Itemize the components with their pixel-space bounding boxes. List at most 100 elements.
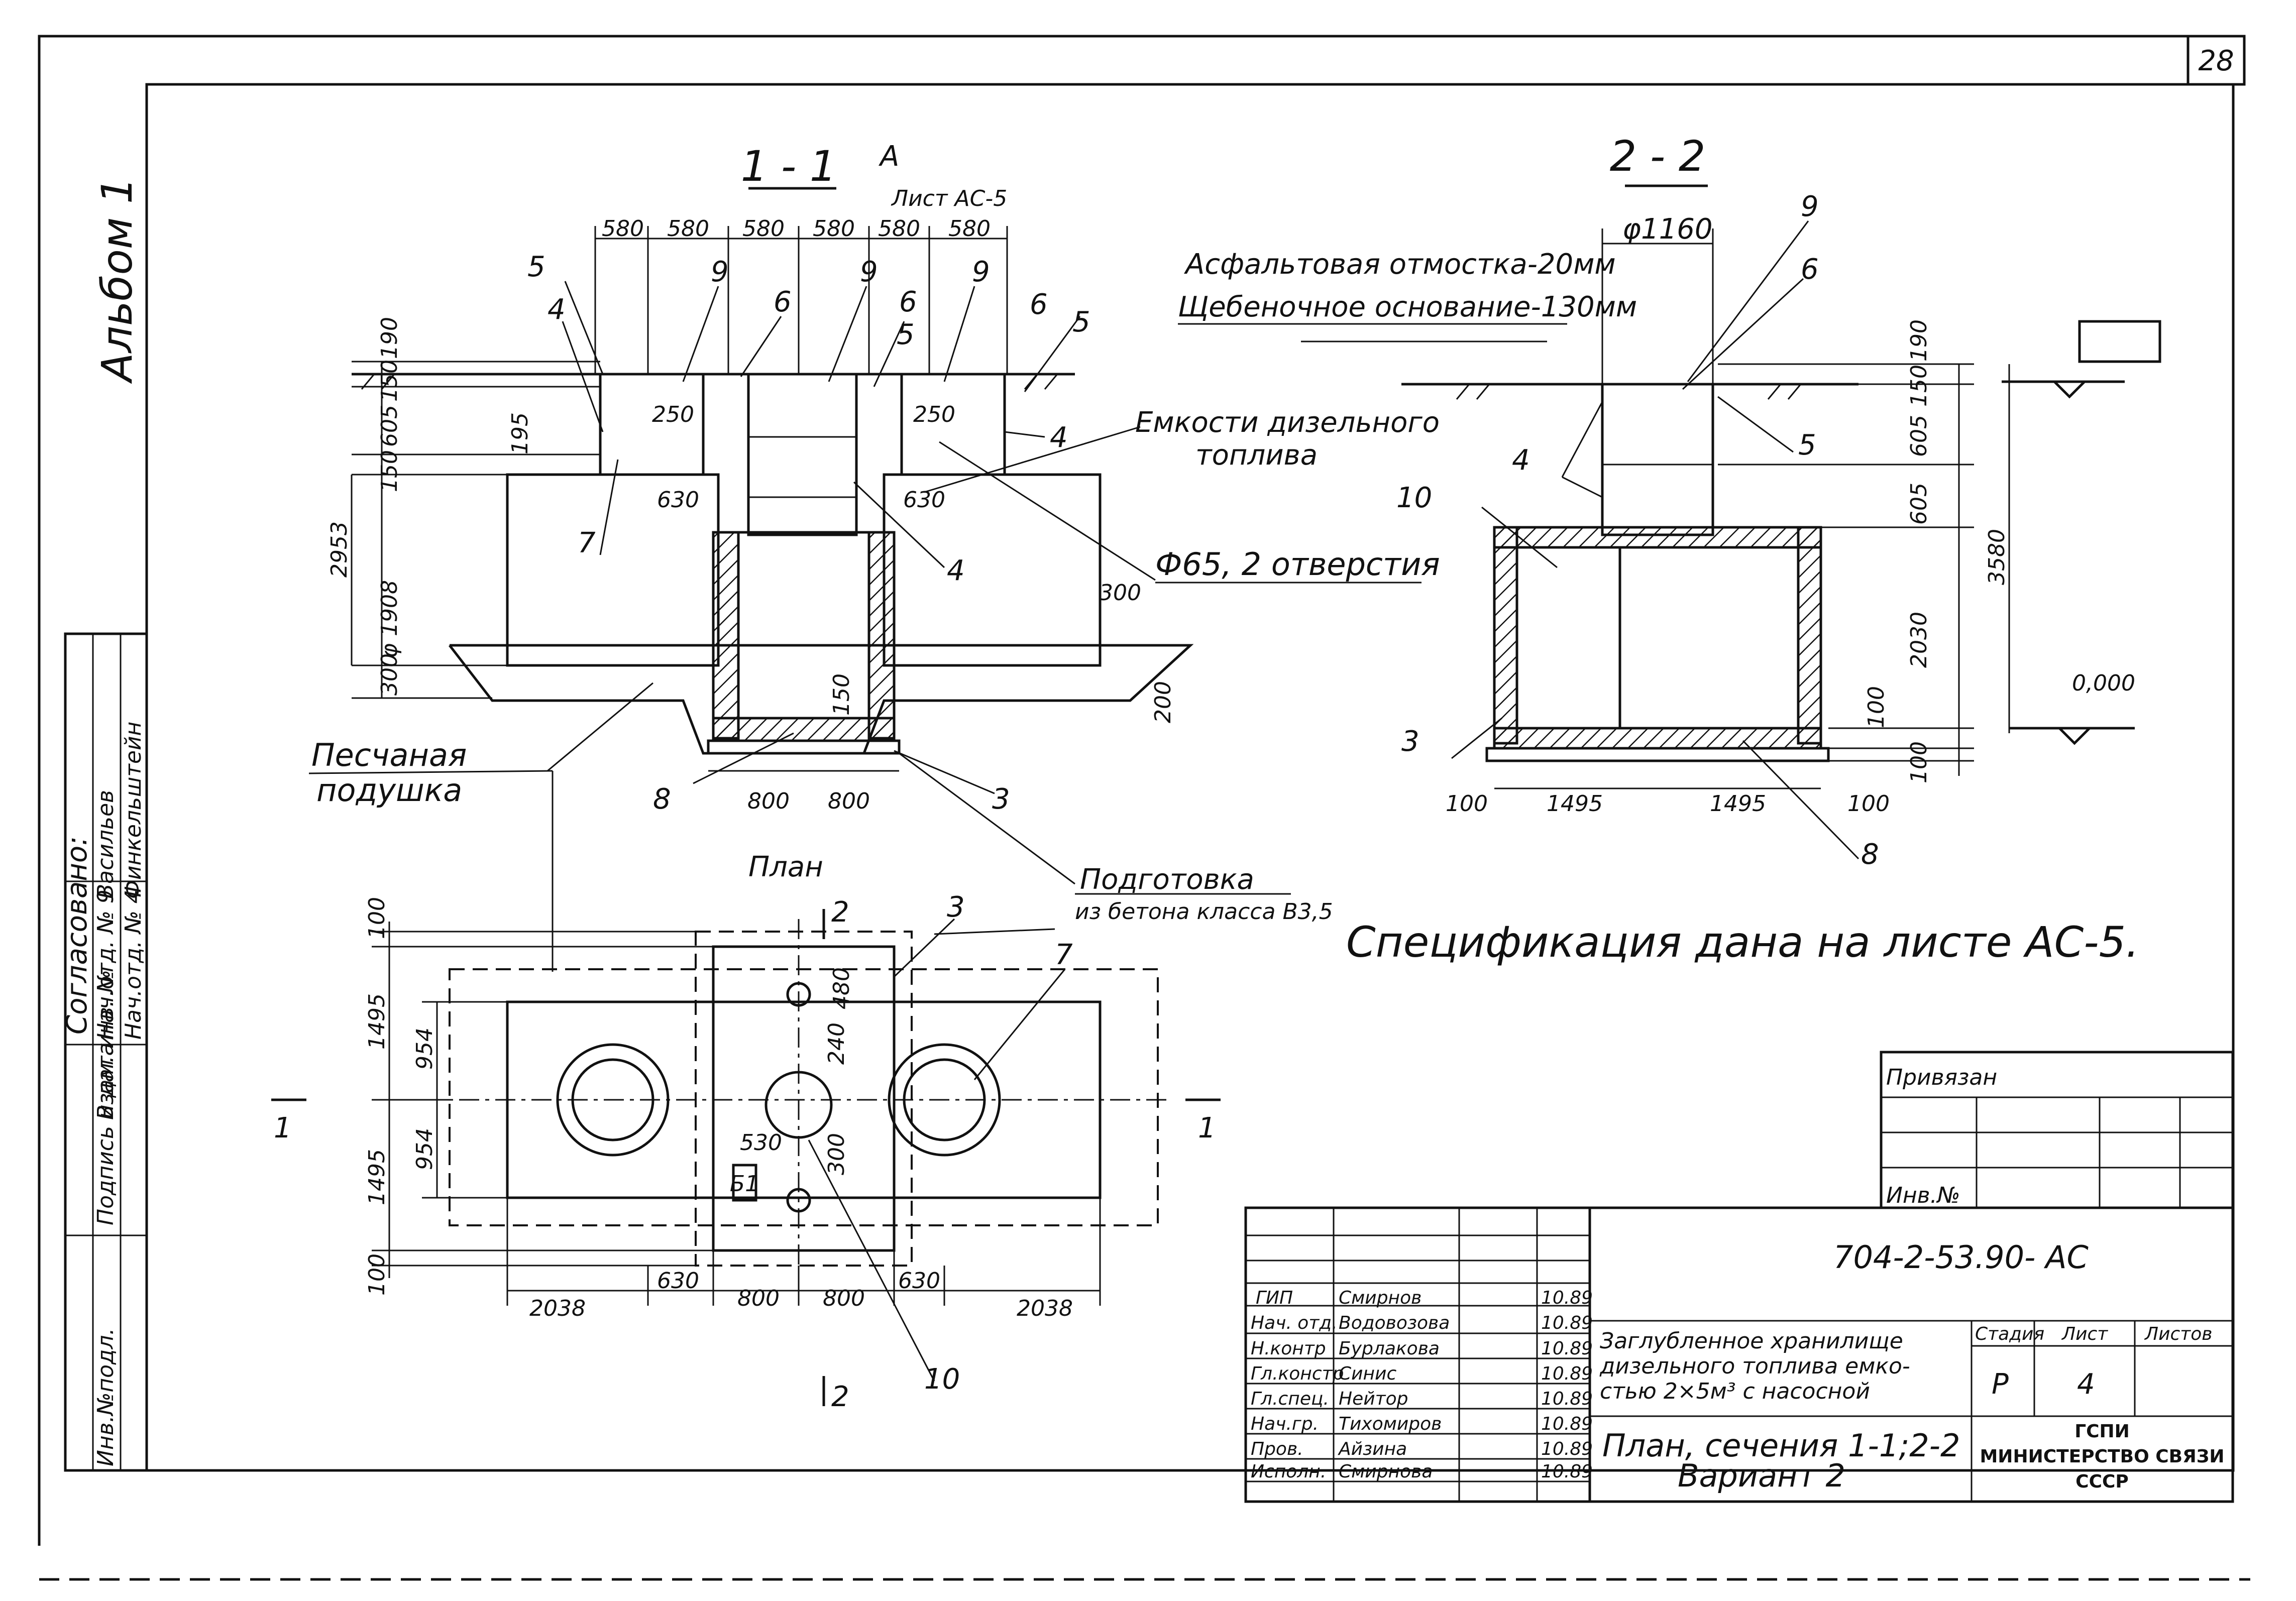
- callout-9c: 9: [972, 256, 990, 288]
- callout-4b: 4: [1050, 421, 1068, 454]
- dim-top-1: 580: [602, 216, 644, 242]
- dim-r-6: 100: [1864, 686, 1889, 728]
- dim-b22-1: 100: [1446, 791, 1488, 817]
- callout-6a: 6: [774, 286, 792, 318]
- plan-dim-inner-1: 480: [829, 967, 854, 1009]
- elevation-label: 0,000: [2072, 670, 2135, 696]
- dim-inner-4: 630: [903, 487, 945, 513]
- dim-left-7: φ 1908: [377, 580, 402, 658]
- strip-inv-label: Инв.№подл.: [93, 1328, 119, 1466]
- staff-name-3: Бурлакова: [1339, 1338, 1440, 1359]
- approval-role-2: Нач.отд. № 4: [121, 889, 146, 1040]
- callout-4c: 4: [947, 554, 965, 587]
- object-line1: Заглубленное хранилище: [1600, 1328, 1903, 1354]
- dim-top-4: 580: [813, 216, 855, 242]
- section-1-1: [351, 226, 1194, 885]
- plan-dim-bottom-2: 630: [657, 1268, 699, 1294]
- binding-inv-label: Инв.№: [1886, 1183, 1960, 1208]
- plan-dim-left-3: 954: [412, 1027, 438, 1070]
- stage-value: Р: [1992, 1368, 2009, 1401]
- sheets-header: Листов: [2144, 1324, 2212, 1344]
- section-2-2-title: 2 - 2: [1610, 132, 1706, 181]
- title-block: [1244, 1206, 2234, 1503]
- callout-22-10: 10: [1396, 482, 1432, 514]
- plan-dim-inner-2: 240: [824, 1022, 849, 1065]
- plan-dim-left-1: 100: [364, 897, 390, 939]
- dim-inner-7: 200: [1150, 681, 1176, 723]
- staff-role-5: Гл.спец.: [1251, 1389, 1329, 1409]
- approval-name-1: Васильев: [93, 790, 119, 899]
- callout-22-3: 3: [1401, 725, 1419, 758]
- plan-dim-left-4: 954: [412, 1128, 438, 1170]
- staff-role-4: Гл.констр: [1251, 1363, 1344, 1384]
- callout-6c: 6: [1030, 288, 1048, 321]
- dim-left-2: 150: [377, 360, 402, 402]
- dim-inner-6: 150: [829, 673, 854, 716]
- staff-name-2: Водовозова: [1339, 1313, 1450, 1333]
- plan-callout-7: 7: [1055, 939, 1073, 971]
- plan-callout-10: 10: [924, 1363, 960, 1396]
- staff-name-6: Тихомиров: [1339, 1414, 1442, 1434]
- sand-label-line2: подушка: [316, 772, 462, 809]
- staff-date-5: 10.89: [1541, 1389, 1593, 1409]
- callout-5c: 5: [1072, 306, 1090, 338]
- callout-9a: 9: [711, 256, 729, 288]
- dim-top-6: 580: [948, 216, 991, 242]
- dim-bottom-2: 800: [828, 788, 870, 814]
- plan-dim-left-2: 1495: [364, 993, 390, 1050]
- dim-top-3: 580: [742, 216, 785, 242]
- staff-role-2: Нач. отд.: [1251, 1313, 1338, 1333]
- section-2-2: [1301, 220, 2161, 860]
- dia-top: φ1160: [1622, 213, 1712, 246]
- approval-role-1: Нач.отд. № 9: [93, 889, 119, 1040]
- staff-role-8: Исполн.: [1251, 1461, 1326, 1482]
- sheet-no-value: 4: [2077, 1368, 2095, 1401]
- strip-sign-label: Подпись и дата: [93, 1043, 119, 1225]
- plan-marker-2-bottom: 2: [831, 1381, 849, 1413]
- dim-r-5: 2030: [1906, 612, 1932, 668]
- plan-dim-bottom-3: 800: [737, 1286, 780, 1311]
- staff-name-1: Смирнов: [1339, 1288, 1422, 1308]
- staff-date-8: 10.89: [1541, 1461, 1593, 1482]
- plan-dim-inner-3: 530: [740, 1130, 782, 1156]
- staff-name-4: Синис: [1339, 1363, 1396, 1384]
- dim-left-8: 300: [377, 653, 402, 696]
- plan-tag: Б1: [730, 1171, 759, 1197]
- plan-callout-3: 3: [947, 891, 965, 924]
- dim-inner-2: 250: [913, 402, 955, 427]
- dim-inner-3: 630: [657, 487, 699, 513]
- section-1-1-ref: Лист АС-5: [891, 186, 1007, 211]
- dim-bottom-1: 800: [747, 788, 790, 814]
- dim-left-3: 605: [377, 405, 402, 447]
- asphalt-label: Асфальтовая отмостка-20мм: [1184, 248, 1616, 281]
- staff-date-3: 10.89: [1541, 1338, 1593, 1359]
- plan-dim-bottom-4: 800: [823, 1286, 865, 1311]
- dim-left-5: 150: [377, 450, 402, 492]
- plan-dim-inner-4: 300: [824, 1133, 849, 1175]
- plan-marker-2-top: 2: [831, 896, 849, 929]
- dim-top-2: 580: [667, 216, 709, 242]
- staff-role-1: ГИП: [1256, 1288, 1293, 1308]
- plan-marker-1-right: 1: [1198, 1112, 1216, 1145]
- callout-8: 8: [653, 783, 671, 816]
- callout-22-5: 5: [1798, 429, 1816, 462]
- sheet-header: Лист: [2061, 1324, 2108, 1344]
- callout-7: 7: [578, 527, 596, 559]
- tank-label-line2: топлива: [1195, 439, 1318, 472]
- dim-r-4: 605: [1906, 483, 1932, 525]
- sheet-title-line1: План, сечения 1-1;2-2: [1602, 1427, 1960, 1464]
- spec-note: Спецификация дана на листе АС-5.: [1346, 918, 2139, 967]
- callout-4a: 4: [548, 293, 566, 326]
- dim-left-6: 2953: [326, 521, 352, 578]
- dim-inner-5: 300: [1099, 580, 1141, 606]
- staff-role-3: Н.контр: [1251, 1338, 1326, 1359]
- approval-name-2: Финкельштейн: [121, 722, 146, 899]
- dim-b22-4: 100: [1847, 791, 1890, 817]
- dim-r-8: 3580: [1984, 529, 2010, 585]
- plan-title: План: [748, 851, 823, 883]
- staff-rows: ГИП Смирнов 10.89 Нач. отд. Водовозова 1…: [1251, 1288, 1593, 1482]
- callout-22-9: 9: [1801, 190, 1819, 223]
- dim-b22-3: 1495: [1710, 791, 1766, 817]
- binding-label: Привязан: [1886, 1065, 1997, 1090]
